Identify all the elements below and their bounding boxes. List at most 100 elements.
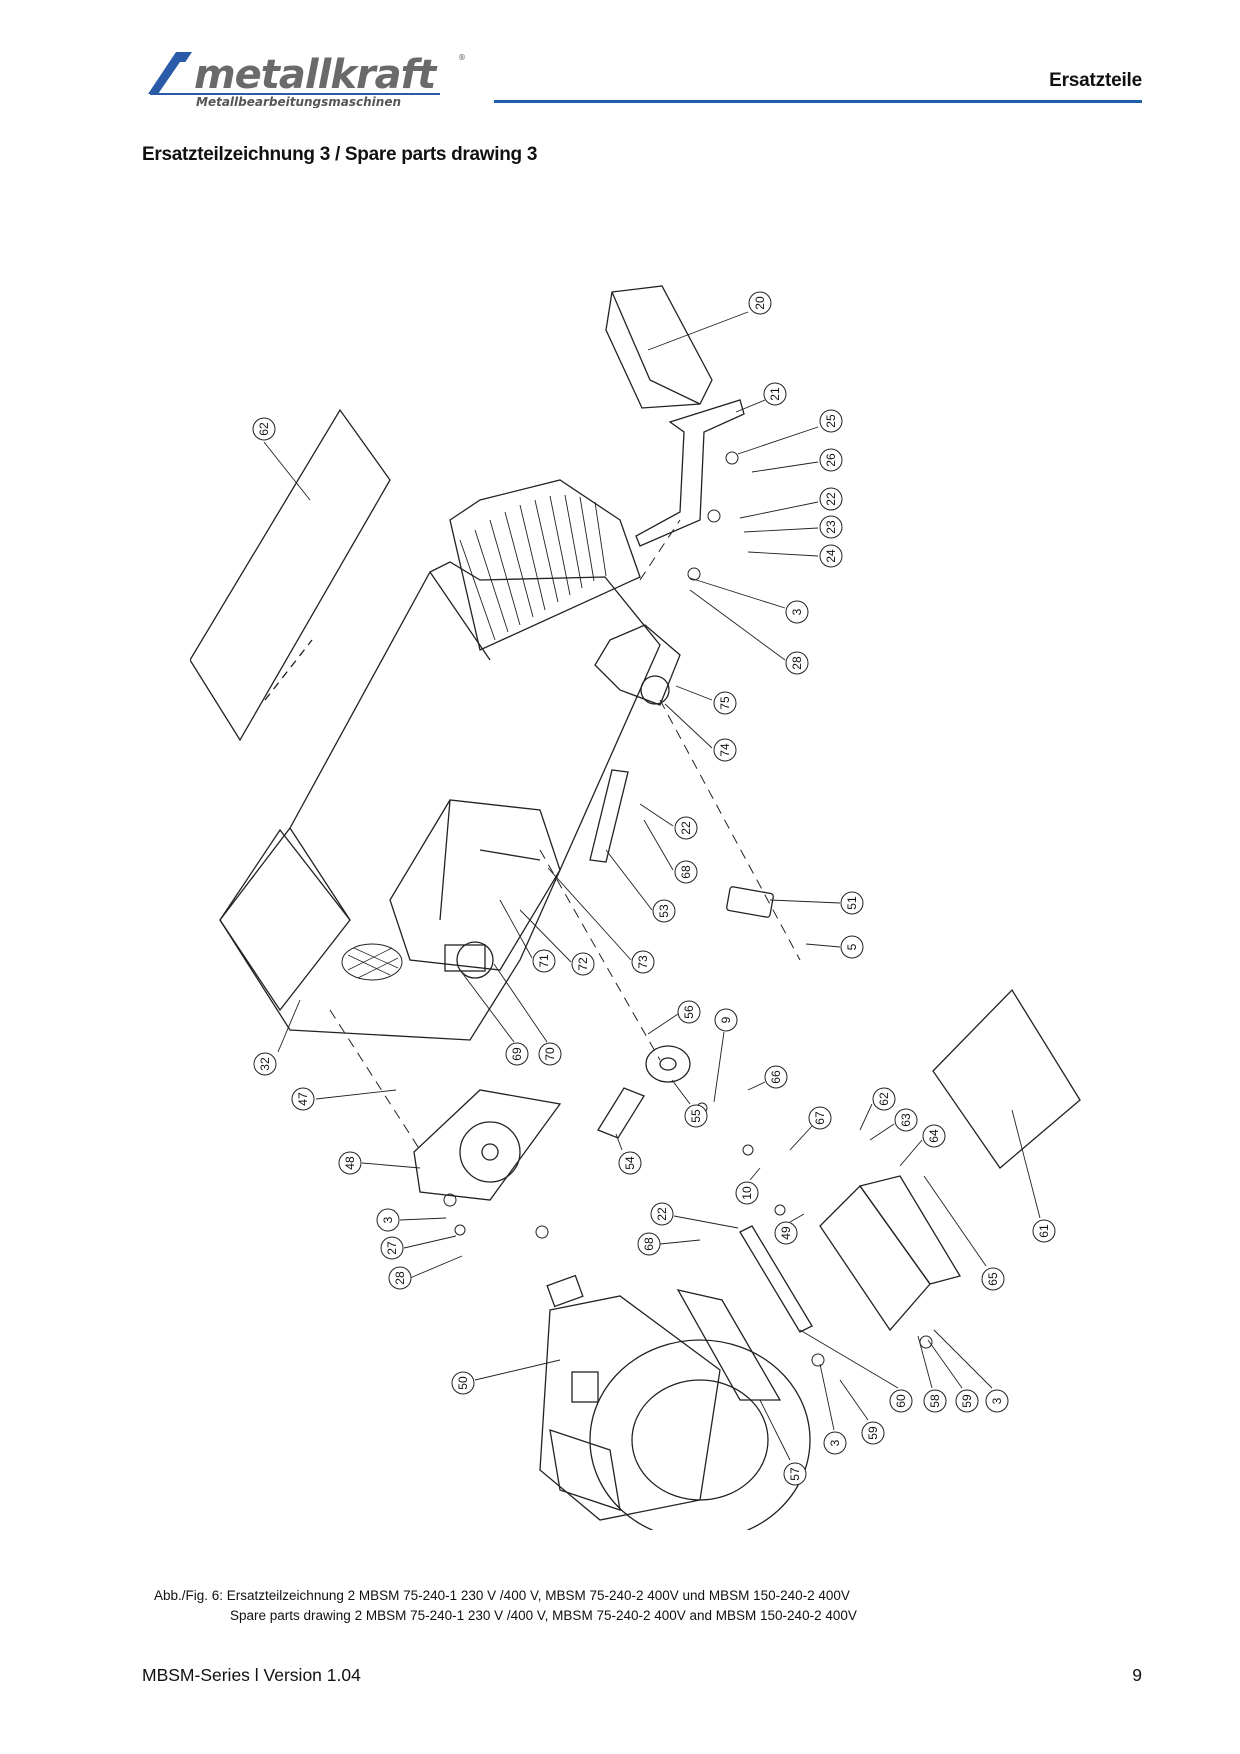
part-callout-48: 48 <box>338 1151 362 1175</box>
svg-text:49: 49 <box>779 1226 793 1240</box>
svg-text:25: 25 <box>824 414 838 428</box>
svg-text:59: 59 <box>960 1394 974 1408</box>
svg-text:22: 22 <box>824 492 838 506</box>
part-callout-21: 21 <box>763 382 787 406</box>
part-callout-72: 72 <box>571 952 595 976</box>
part-callout-57: 57 <box>783 1462 807 1486</box>
part-callout-67: 67 <box>808 1106 832 1130</box>
svg-text:55: 55 <box>689 1109 703 1123</box>
svg-text:21: 21 <box>768 387 782 401</box>
part-callout-5: 5 <box>840 935 864 959</box>
svg-text:5: 5 <box>845 943 859 950</box>
part-callout-70: 70 <box>538 1042 562 1066</box>
svg-text:75: 75 <box>718 696 732 710</box>
brand-logo: metallkraft Metallbearbeitungsmaschinen … <box>140 48 470 109</box>
svg-text:3: 3 <box>828 1439 842 1446</box>
part-callout-61: 61 <box>1032 1219 1056 1243</box>
svg-text:62: 62 <box>257 422 271 436</box>
part-callout-54: 54 <box>618 1151 642 1175</box>
svg-text:22: 22 <box>679 821 693 835</box>
svg-text:59: 59 <box>866 1426 880 1440</box>
part-callout-55: 55 <box>684 1104 708 1128</box>
part-callout-69: 69 <box>505 1042 529 1066</box>
svg-text:70: 70 <box>543 1047 557 1061</box>
part-callout-20: 20 <box>748 291 772 315</box>
part-callout-25: 25 <box>819 409 843 433</box>
section-title: Ersatzteile <box>1049 70 1142 91</box>
svg-text:3: 3 <box>381 1216 395 1223</box>
part-callout-62: 62 <box>252 417 276 441</box>
svg-text:22: 22 <box>655 1207 669 1221</box>
svg-text:73: 73 <box>636 955 650 969</box>
part-callout-60: 60 <box>889 1389 913 1413</box>
svg-text:62: 62 <box>877 1092 891 1106</box>
part-callout-22: 22 <box>650 1202 674 1226</box>
part-callout-62: 62 <box>872 1087 896 1111</box>
svg-text:64: 64 <box>927 1129 941 1143</box>
svg-text:65: 65 <box>986 1272 1000 1286</box>
footer-page-number: 9 <box>1132 1665 1142 1685</box>
part-callout-74: 74 <box>713 738 737 762</box>
part-callout-22: 22 <box>674 816 698 840</box>
part-callout-26: 26 <box>819 448 843 472</box>
svg-text:10: 10 <box>740 1186 754 1200</box>
part-callout-24: 24 <box>819 544 843 568</box>
svg-text:24: 24 <box>824 549 838 563</box>
svg-text:66: 66 <box>769 1070 783 1084</box>
svg-text:27: 27 <box>385 1241 399 1255</box>
svg-text:9: 9 <box>719 1016 733 1023</box>
part-callout-32: 32 <box>253 1052 277 1076</box>
svg-text:71: 71 <box>537 954 551 968</box>
svg-text:74: 74 <box>718 743 732 757</box>
part-callout-3: 3 <box>823 1431 847 1455</box>
svg-text:60: 60 <box>894 1394 908 1408</box>
svg-text:23: 23 <box>824 520 838 534</box>
svg-text:28: 28 <box>393 1271 407 1285</box>
svg-text:56: 56 <box>682 1005 696 1019</box>
brand-tagline: Metallbearbeitungsmaschinen <box>196 95 401 108</box>
header-divider <box>494 100 1142 103</box>
brand-name: metallkraft <box>194 52 438 98</box>
svg-text:53: 53 <box>657 904 671 918</box>
svg-text:69: 69 <box>510 1047 524 1061</box>
part-callout-9: 9 <box>714 1008 738 1032</box>
page-heading: Ersatzteilzeichnung 3 / Spare parts draw… <box>142 144 538 165</box>
svg-text:26: 26 <box>824 453 838 467</box>
svg-text:28: 28 <box>790 656 804 670</box>
svg-text:54: 54 <box>623 1156 637 1170</box>
svg-text:58: 58 <box>928 1394 942 1408</box>
figure-caption-de: Abb./Fig. 6: Ersatzteilzeichnung 2 MBSM … <box>154 1588 850 1603</box>
part-callout-10: 10 <box>735 1181 759 1205</box>
part-callout-59: 59 <box>955 1389 979 1413</box>
svg-text:32: 32 <box>258 1057 272 1071</box>
svg-text:72: 72 <box>576 957 590 971</box>
svg-text:47: 47 <box>296 1092 310 1106</box>
part-callout-56: 56 <box>677 1000 701 1024</box>
footer-doc-version: MBSM-Series l Version 1.04 <box>142 1665 361 1685</box>
svg-text:61: 61 <box>1037 1224 1051 1238</box>
part-callout-3: 3 <box>985 1389 1009 1413</box>
part-callout-3: 3 <box>376 1208 400 1232</box>
part-callout-63: 63 <box>894 1108 918 1132</box>
part-callout-28: 28 <box>785 651 809 675</box>
svg-text:68: 68 <box>679 865 693 879</box>
part-callout-73: 73 <box>631 950 655 974</box>
part-callout-3: 3 <box>785 600 809 624</box>
figure-caption-en: Spare parts drawing 2 MBSM 75-240-1 230 … <box>230 1608 857 1623</box>
svg-text:50: 50 <box>456 1376 470 1390</box>
part-callout-47: 47 <box>291 1087 315 1111</box>
part-callout-49: 49 <box>774 1221 798 1245</box>
part-callout-22: 22 <box>819 487 843 511</box>
part-callout-58: 58 <box>923 1389 947 1413</box>
svg-text:67: 67 <box>813 1111 827 1125</box>
part-callout-53: 53 <box>652 899 676 923</box>
part-callout-68: 68 <box>637 1232 661 1256</box>
part-callout-68: 68 <box>674 860 698 884</box>
part-callout-71: 71 <box>532 949 556 973</box>
svg-text:3: 3 <box>790 608 804 615</box>
svg-text:20: 20 <box>753 296 767 310</box>
part-callout-51: 51 <box>840 891 864 915</box>
part-callout-50: 50 <box>451 1371 475 1395</box>
svg-text:63: 63 <box>899 1113 913 1127</box>
